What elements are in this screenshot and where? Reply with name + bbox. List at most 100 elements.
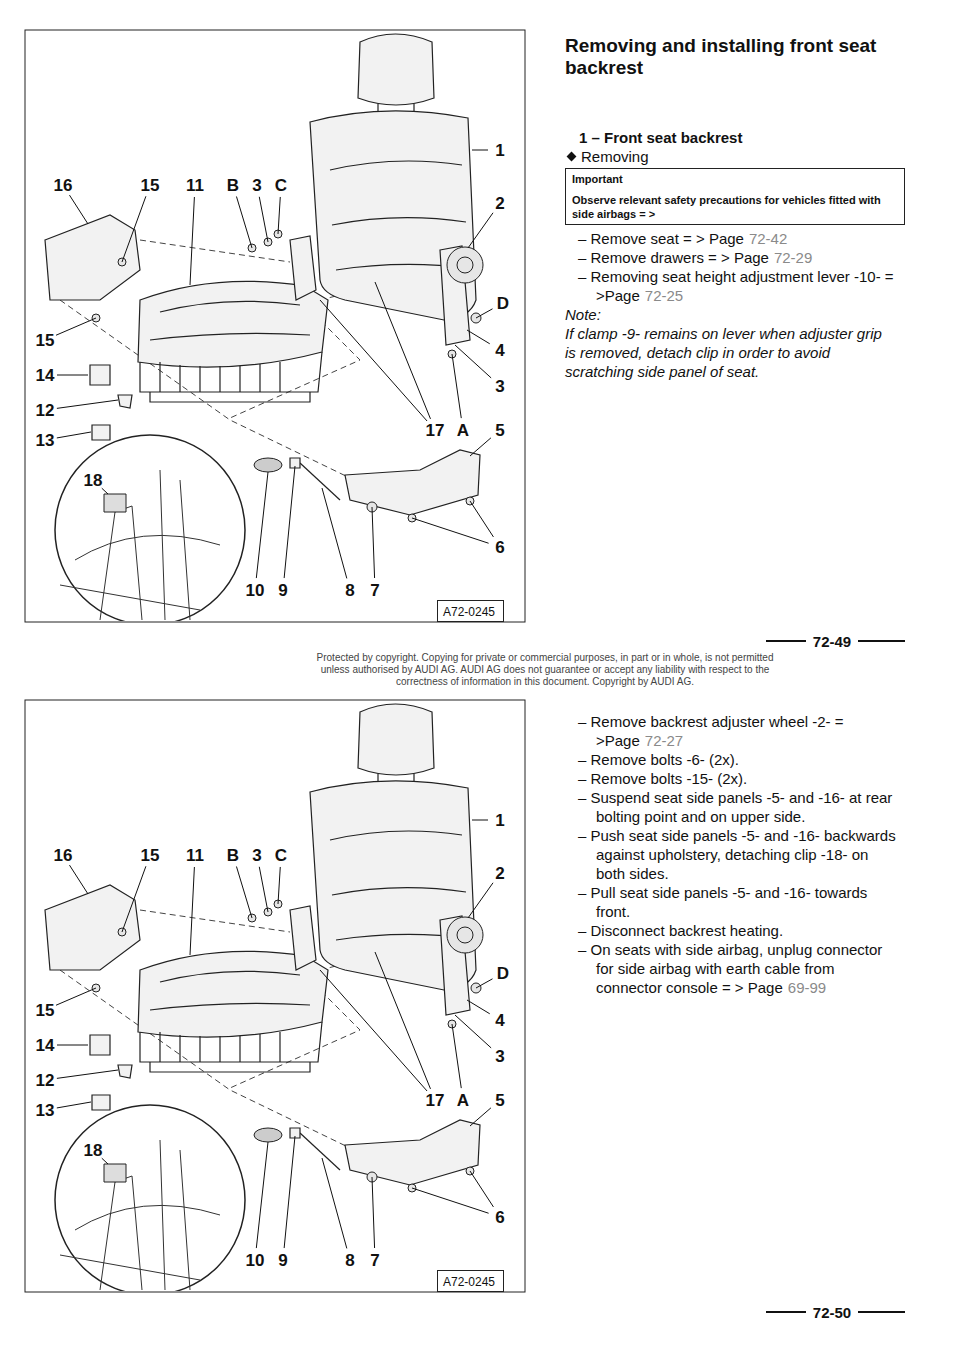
procedure-step: – Remove seat = > Page	[578, 230, 744, 247]
box-heading: Important	[572, 173, 898, 185]
procedure-step: – Disconnect backrest heating.	[578, 922, 783, 939]
callout-number: 10	[246, 582, 265, 599]
text-row: – Suspend seat side panels -5- and -16- …	[578, 788, 901, 826]
leader-line	[190, 867, 194, 955]
leader-line	[256, 1142, 268, 1248]
clip-part	[90, 1035, 110, 1055]
leader-line	[452, 354, 461, 418]
adjuster-rod	[300, 1133, 340, 1170]
seat-figure	[25, 700, 525, 1295]
bolt-symbol	[447, 247, 483, 283]
leader-line	[320, 300, 427, 421]
copyright-watermark: Protected by copyright. Copying for priv…	[305, 652, 785, 688]
clip-part	[90, 365, 110, 385]
callout-number: 4	[495, 342, 504, 359]
bullet-diamond	[567, 152, 577, 162]
leader-line	[472, 820, 488, 821]
box-heading: A72-0245	[443, 1275, 495, 1289]
figure-number-box: A72-0245	[437, 1270, 504, 1292]
leader-line	[470, 1108, 491, 1126]
callout-number: A	[457, 1092, 469, 1109]
leader-line	[412, 518, 489, 543]
leader-line	[375, 282, 430, 419]
cushion-stitching	[150, 971, 310, 1010]
callout-number: B	[227, 847, 239, 864]
callout-number: 2	[495, 195, 504, 212]
leader-line	[452, 1024, 461, 1088]
leader-line	[236, 196, 252, 248]
box-heading: A72-0245	[443, 605, 495, 619]
callout-number: 1	[495, 142, 504, 159]
callout-number: 8	[345, 582, 354, 599]
box-body: Observe relevant safety precautions for …	[572, 193, 898, 221]
clip-part	[104, 1164, 126, 1182]
leader-line	[476, 309, 493, 318]
bolt-symbol	[457, 257, 473, 273]
callout-number: 14	[36, 367, 55, 384]
leader-line	[57, 1102, 91, 1108]
page-number: 72-50	[813, 1305, 851, 1320]
leader-line	[455, 345, 491, 378]
page-reference: 72-29	[774, 249, 812, 266]
clip-part	[118, 395, 132, 408]
callout-number: 17	[426, 1092, 445, 1109]
seat-figure	[25, 30, 525, 625]
leader-line	[476, 979, 493, 988]
page-reference: 69-99	[788, 979, 826, 996]
note-text: If clamp -9- remains on lever when adjus…	[565, 325, 882, 380]
leader-line	[284, 466, 295, 578]
text-row: – Remove bolts -6- (2x).	[578, 750, 901, 769]
side-panel	[345, 450, 480, 515]
leader-line	[56, 318, 96, 335]
text-column: 1 – Front seat backrestRemoving– Remove …	[565, 128, 910, 381]
text-row: – Push seat side panels -5- and -16- bac…	[578, 826, 901, 883]
text-row: – Remove seat = > Page72-42	[578, 229, 901, 248]
procedure-step: – Remove bolts -15- (2x).	[578, 770, 747, 787]
leader-line	[467, 1000, 490, 1014]
headrest-shape	[358, 704, 434, 775]
leader-line	[256, 472, 268, 578]
callout-number: 15	[36, 332, 55, 349]
procedure-step: – Removing seat height adjustment lever …	[578, 268, 894, 304]
callout-number: 16	[54, 847, 73, 864]
bullet-item: Removing	[581, 148, 649, 165]
callout-number: 8	[345, 1252, 354, 1269]
detail-lines	[60, 470, 220, 620]
callout-number: 13	[36, 1102, 55, 1119]
lever-grip	[254, 458, 282, 472]
clip-part	[92, 1095, 110, 1110]
text-row: – On seats with side airbag, unplug conn…	[578, 940, 901, 997]
leader-line	[56, 988, 96, 1005]
text-row: – Remove backrest adjuster wheel -2- = >…	[578, 712, 901, 750]
callout-number: 3	[252, 847, 261, 864]
headrest-shape	[358, 34, 434, 105]
callout-number: 18	[84, 1142, 103, 1159]
leader-line	[472, 150, 488, 151]
callout-number: D	[497, 295, 509, 312]
leader-line	[372, 507, 375, 578]
callout-number: C	[275, 847, 287, 864]
procedure-step: – Push seat side panels -5- and -16- bac…	[578, 827, 896, 882]
callout-number: 9	[278, 582, 287, 599]
callout-number: 6	[495, 1209, 504, 1226]
note-heading: Note:	[565, 306, 601, 323]
important-box: ImportantObserve relevant safety precaut…	[565, 168, 905, 225]
detail-inset	[55, 1105, 245, 1291]
callout-number: 11	[186, 177, 204, 194]
callout-number: 11	[186, 847, 204, 864]
leader-line	[468, 213, 493, 248]
lever-grip	[254, 1128, 282, 1142]
adjuster-rod	[300, 463, 340, 500]
text-row: – Removing seat height adjustment lever …	[578, 267, 901, 305]
callout-number: A	[457, 422, 469, 439]
callout-number: 15	[141, 177, 160, 194]
leader-line	[69, 195, 88, 224]
leader-line	[320, 970, 427, 1091]
leader-line	[278, 197, 280, 234]
clip-part	[92, 425, 110, 440]
callout-number: 16	[54, 177, 73, 194]
clip-part	[104, 494, 126, 512]
callout-number: 17	[426, 422, 445, 439]
leader-line	[122, 196, 146, 262]
